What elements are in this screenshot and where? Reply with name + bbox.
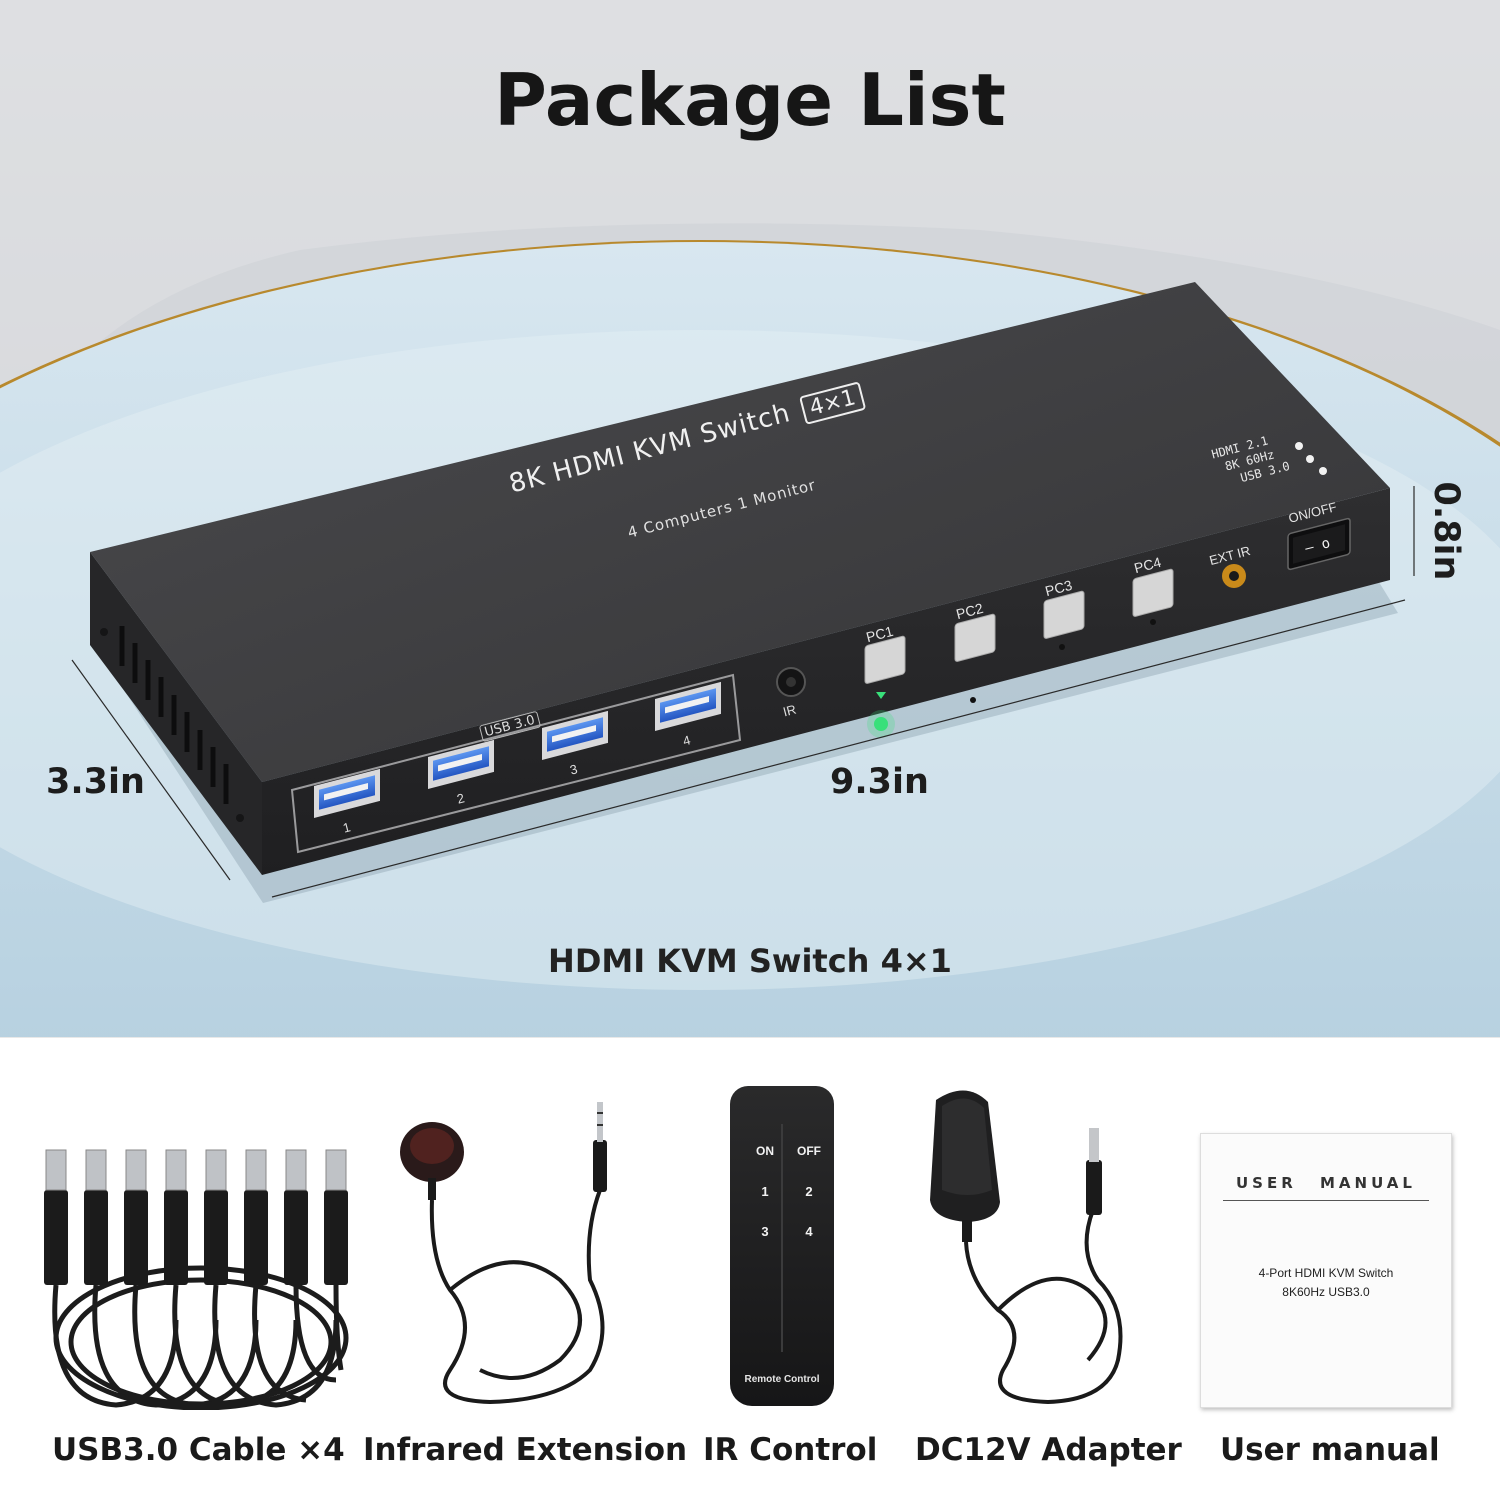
usb-bay-frame [290, 673, 742, 854]
remote-button-3[interactable]: 3 [761, 1224, 769, 1239]
remote-button-2[interactable]: 2 [805, 1184, 813, 1199]
remote-on-button[interactable]: ON [756, 1144, 774, 1158]
device-front-face [262, 488, 1390, 875]
pc-buttons [864, 568, 1174, 684]
hero-illustration [0, 0, 1500, 1037]
remote-button-1[interactable]: 1 [761, 1184, 769, 1199]
remote-control-icon: ON OFF 1 2 3 4 Remote Control [730, 1086, 834, 1406]
manual-title: USER MANUAL [1236, 1174, 1416, 1192]
page-title: Package List [494, 58, 1006, 142]
section-divider [0, 1037, 1500, 1038]
item-label-user-manual: User manual [1220, 1432, 1440, 1468]
power-adapter-icon [930, 1090, 1123, 1405]
usb-ports [314, 681, 721, 818]
item-label-ir-control: IR Control [703, 1432, 878, 1468]
manual-icon: USER MANUAL 4-Port HDMI KVM Switch 8K60H… [1200, 1133, 1452, 1408]
usb-cable-icon [44, 1149, 349, 1410]
vent-slots [119, 626, 229, 804]
item-label-dc-adapter: DC12V Adapter [915, 1432, 1182, 1468]
dimension-width: 9.3in [830, 762, 929, 802]
remote-off-button[interactable]: OFF [797, 1144, 821, 1158]
power-switch [1287, 517, 1351, 571]
pc1-led [874, 717, 888, 731]
dimension-height: 0.8in [1426, 481, 1466, 581]
item-label-usb-cable: USB3.0 Cable ×4 [52, 1432, 345, 1468]
hero-caption: HDMI KVM Switch 4×1 [548, 942, 952, 980]
hero-section: 8K HDMI KVM Switch 4×1 4 Computers 1 Mon… [0, 0, 1500, 1037]
remote-button-4[interactable]: 4 [805, 1224, 813, 1239]
manual-rule [1223, 1200, 1429, 1201]
remote-caption: Remote Control [744, 1374, 820, 1385]
dimension-lines [71, 486, 1415, 898]
device-top-face [90, 282, 1390, 782]
remote-divider [781, 1124, 783, 1352]
manual-line-2: 8K60Hz USB3.0 [1282, 1285, 1370, 1299]
ir-receiver-icon [400, 1102, 607, 1405]
manual-line-1: 4-Port HDMI KVM Switch [1258, 1266, 1394, 1280]
dimension-depth: 3.3in [46, 762, 145, 802]
item-label-ir-extension: Infrared Extension [363, 1432, 688, 1468]
